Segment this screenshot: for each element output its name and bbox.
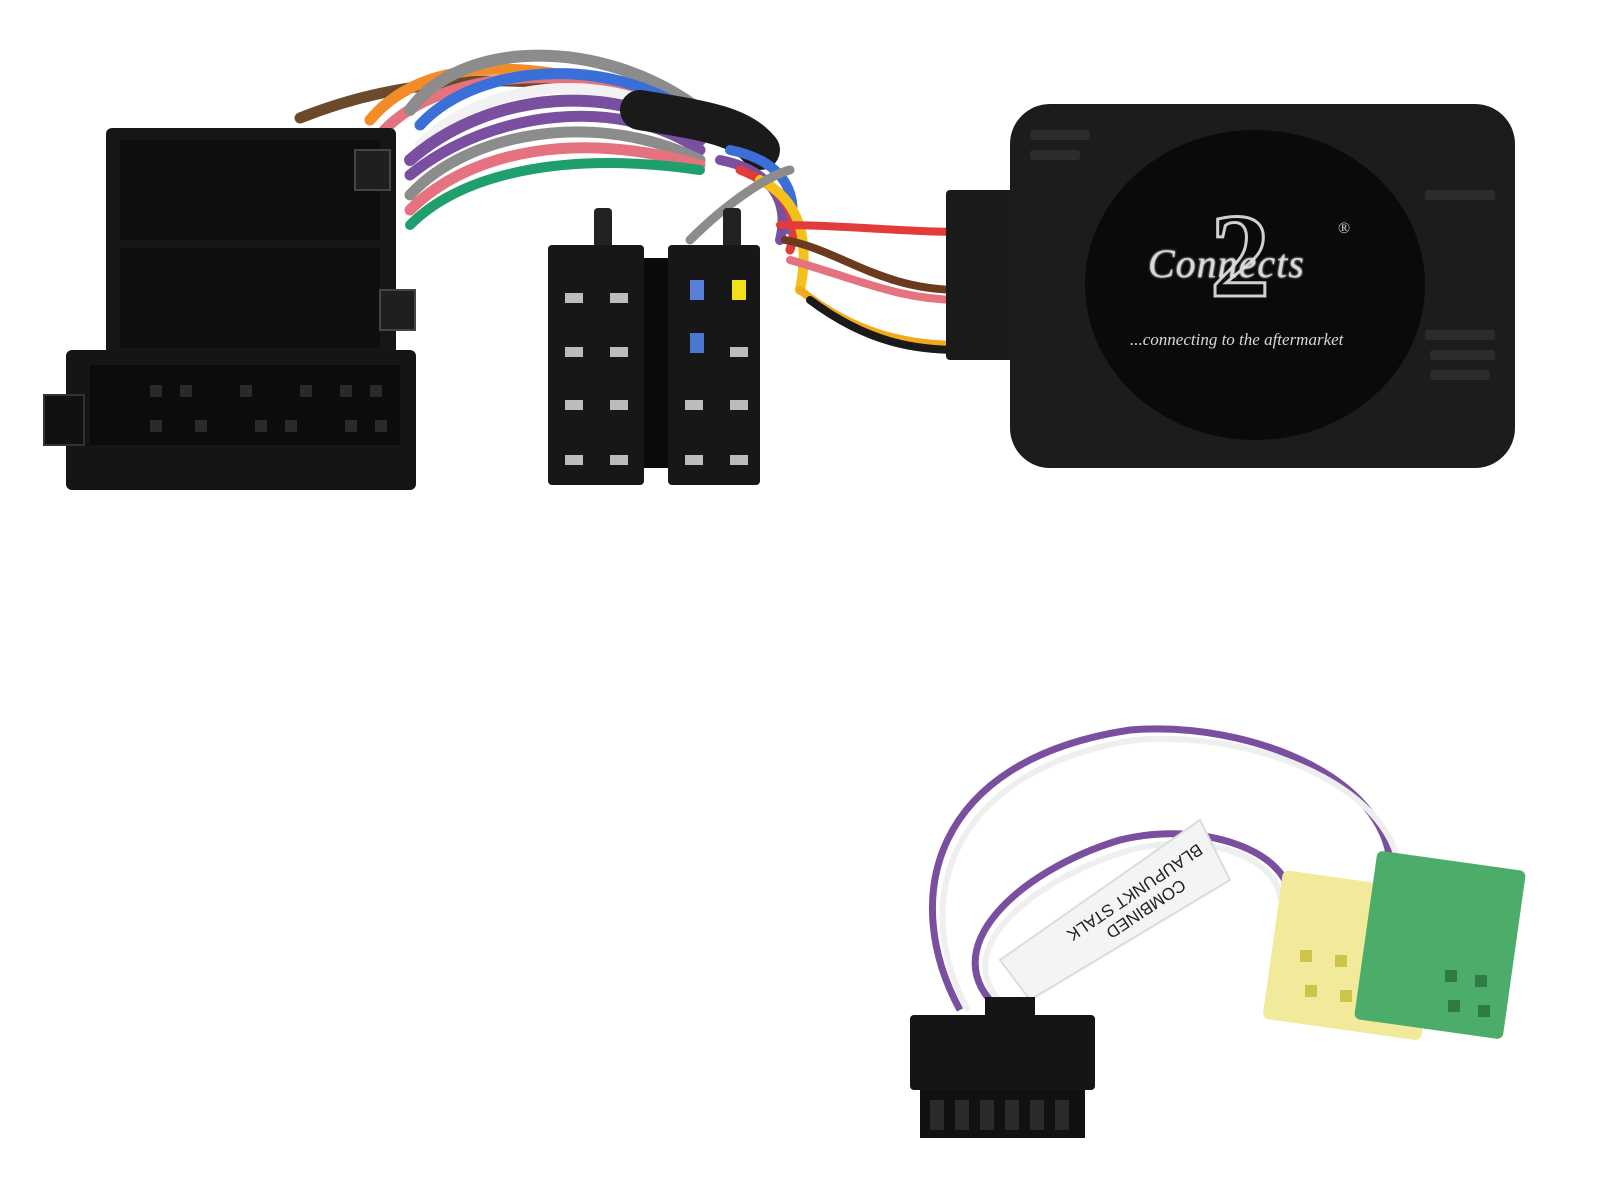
- brand-word: Connects: [1148, 241, 1305, 286]
- iso-radio-connectors: [548, 208, 760, 485]
- interface-box: [946, 104, 1515, 468]
- brand-tagline: ...connecting to the aftermarket: [1130, 330, 1344, 349]
- iso-vehicle-connector: [43, 128, 416, 490]
- patch-lead-wires: [929, 725, 1403, 1013]
- molex-12pin-connector: [910, 997, 1095, 1138]
- patch-lead-label: [998, 818, 1232, 1002]
- mini-iso-connectors: [1263, 851, 1526, 1040]
- brand-number: 2: [1209, 189, 1272, 322]
- wire-bundle: [294, 49, 964, 354]
- registered-mark: ®: [1338, 220, 1351, 237]
